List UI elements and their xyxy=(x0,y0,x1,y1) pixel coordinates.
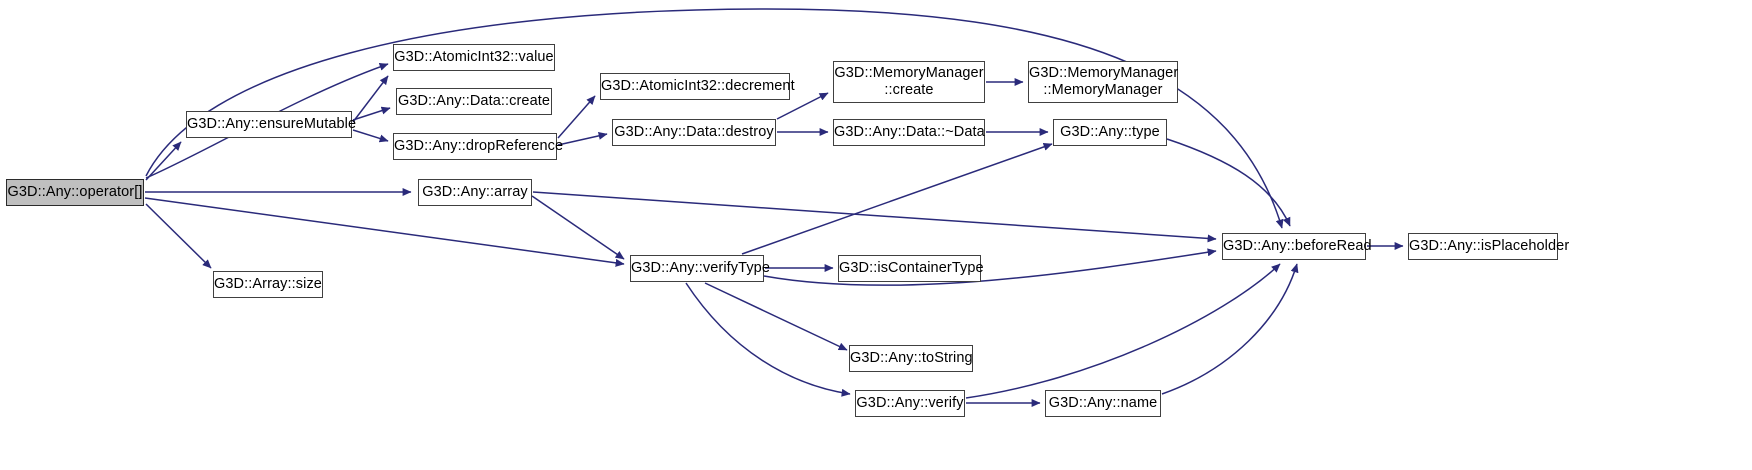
node-label: G3D::Any::toString xyxy=(850,349,973,366)
node-g3d-any-ensuremutable[interactable]: G3D::Any::ensureMutable xyxy=(186,111,357,138)
node-label: G3D::Any::Data::~Data xyxy=(834,123,985,140)
edge-operator-to-array-size xyxy=(145,203,212,269)
node-g3d-memorymanager-constructor[interactable]: G3D::MemoryManager ::MemoryManager xyxy=(1028,61,1178,103)
node-label: G3D::Any::array xyxy=(422,183,528,200)
node-label: G3D::Any::type xyxy=(1060,123,1160,140)
node-label: G3D::Any::isPlaceholder xyxy=(1409,237,1570,254)
node-label: G3D::Any::Data::create xyxy=(397,92,551,109)
node-g3d-any-name[interactable]: G3D::Any::name xyxy=(1045,390,1161,417)
edge-ensuremutable-to-dropreference xyxy=(352,129,389,143)
edge-ensuremutable-to-atomicint32-value xyxy=(352,75,389,123)
node-label: G3D::Any::ensureMutable xyxy=(187,115,357,132)
node-g3d-any-data-destructor[interactable]: G3D::Any::Data::~Data xyxy=(833,119,985,146)
node-label: G3D::Any::verify xyxy=(856,394,964,411)
node-g3d-any-operator-index[interactable]: G3D::Any::operator[] xyxy=(6,179,144,206)
edge-dropreference-to-atomicint32-decrement xyxy=(557,95,596,139)
node-label: G3D::MemoryManager ::MemoryManager xyxy=(1029,64,1179,98)
node-label: G3D::Array::size xyxy=(214,275,322,292)
node-label: G3D::Any::name xyxy=(1048,394,1158,411)
node-label: G3D::Any::operator[] xyxy=(7,183,143,200)
node-g3d-atomicint32-value[interactable]: G3D::AtomicInt32::value xyxy=(393,44,555,71)
node-g3d-any-type[interactable]: G3D::Any::type xyxy=(1053,119,1167,146)
edge-verifytype-to-any-type xyxy=(741,143,1053,255)
edge-operator-to-ensuremutable xyxy=(145,141,182,181)
node-g3d-any-dropreference[interactable]: G3D::Any::dropReference xyxy=(393,133,564,160)
node-g3d-any-verifytype[interactable]: G3D::Any::verifyType xyxy=(630,255,770,282)
edge-verify-to-beforeread xyxy=(965,263,1281,399)
edge-ensuremutable-to-data-create xyxy=(352,106,391,121)
node-label: G3D::Any::beforeRead xyxy=(1223,237,1372,254)
node-g3d-array-size[interactable]: G3D::Array::size xyxy=(213,271,323,298)
node-g3d-any-beforeread[interactable]: G3D::Any::beforeRead xyxy=(1222,233,1372,260)
node-g3d-any-isplaceholder[interactable]: G3D::Any::isPlaceholder xyxy=(1408,233,1570,260)
node-g3d-memorymanager-create[interactable]: G3D::MemoryManager ::create xyxy=(833,61,985,103)
edge-any-type-to-beforeread xyxy=(1166,138,1291,227)
edge-array-to-verifytype xyxy=(531,195,625,260)
node-label: G3D::Any::dropReference xyxy=(394,137,564,154)
node-g3d-any-data-destroy[interactable]: G3D::Any::Data::destroy xyxy=(612,119,776,146)
edge-verifytype-to-beforeread xyxy=(763,248,1217,286)
edge-verifytype-to-tostring xyxy=(704,282,848,351)
node-g3d-atomicint32-decrement[interactable]: G3D::AtomicInt32::decrement xyxy=(600,73,795,100)
node-g3d-iscontainertype[interactable]: G3D::isContainerType xyxy=(838,255,984,282)
edge-dropreference-to-data-destroy xyxy=(557,131,608,146)
edge-array-to-beforeread xyxy=(532,191,1217,243)
edge-operator-to-verifytype xyxy=(144,197,625,267)
node-label: G3D::Any::verifyType xyxy=(631,259,770,276)
node-label: G3D::MemoryManager ::create xyxy=(834,64,984,98)
edge-name-to-beforeread xyxy=(1161,263,1299,395)
node-label: G3D::isContainerType xyxy=(839,259,984,276)
node-label: G3D::Any::Data::destroy xyxy=(614,123,774,140)
node-label: G3D::AtomicInt32::decrement xyxy=(601,77,795,94)
edge-verifytype-to-verify xyxy=(685,282,851,397)
node-g3d-any-verify[interactable]: G3D::Any::verify xyxy=(855,390,965,417)
node-g3d-any-data-create[interactable]: G3D::Any::Data::create xyxy=(396,88,552,115)
node-g3d-any-array[interactable]: G3D::Any::array xyxy=(418,179,532,206)
node-label: G3D::AtomicInt32::value xyxy=(394,48,554,65)
node-g3d-any-tostring[interactable]: G3D::Any::toString xyxy=(849,345,973,372)
